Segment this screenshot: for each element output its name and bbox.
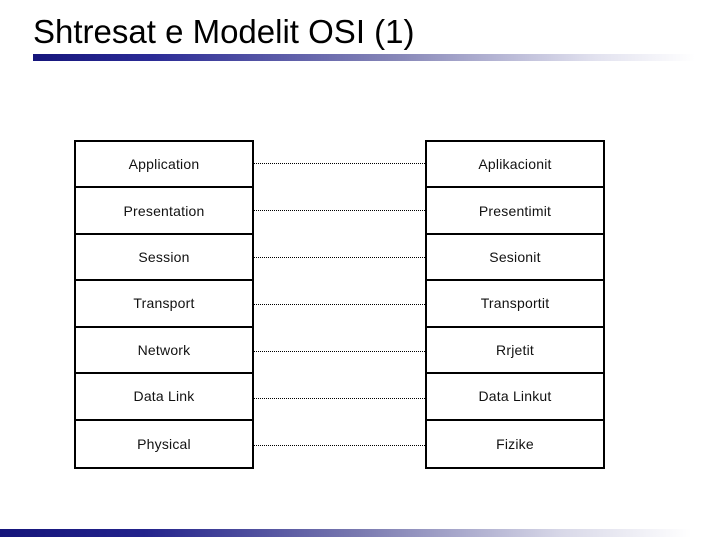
layer-cell-sesionit: Sesionit [427, 235, 603, 282]
layer-cell-fizike: Fizike [496, 435, 534, 452]
layer-cell-application: Application [76, 142, 252, 189]
layer-cell-presentimit: Presentimit [427, 188, 603, 235]
layer-cell-rrjetit: Rrjetit [427, 328, 603, 375]
osi-layers-column-albanian: Aplikacionit Presentimit Sesionit Transp… [425, 140, 605, 469]
layer-connector-dotted-line [254, 210, 425, 211]
layer-connector-dotted-line [254, 304, 425, 305]
footer-gradient-bar [0, 529, 720, 537]
layer-connector-dotted-line [254, 163, 425, 164]
layer-cell-presentation: Presentation [76, 188, 252, 235]
layer-connector-dotted-line [254, 351, 425, 352]
layer-cell-transportit: Transportit [427, 281, 603, 328]
title-underline-gradient-bar [33, 54, 695, 61]
layer-connector-dotted-line [254, 398, 425, 399]
osi-layers-column-english: Application Presentation Session Transpo… [74, 140, 254, 469]
slide-title: Shtresat e Modelit OSI (1) [33, 13, 415, 50]
layer-cell-session: Session [76, 235, 252, 282]
layer-cell-aplikacionit: Aplikacionit [427, 142, 603, 189]
layer-connector-dotted-line [254, 257, 425, 258]
layer-cell-data-link: Data Link [76, 374, 252, 421]
layer-cell-data-linkut: Data Linkut [427, 374, 603, 421]
layer-cell-physical: Physical [137, 435, 191, 452]
layer-cell-transport: Transport [76, 281, 252, 328]
layer-connector-dotted-line [254, 445, 425, 446]
layer-cell-network: Network [76, 328, 252, 375]
